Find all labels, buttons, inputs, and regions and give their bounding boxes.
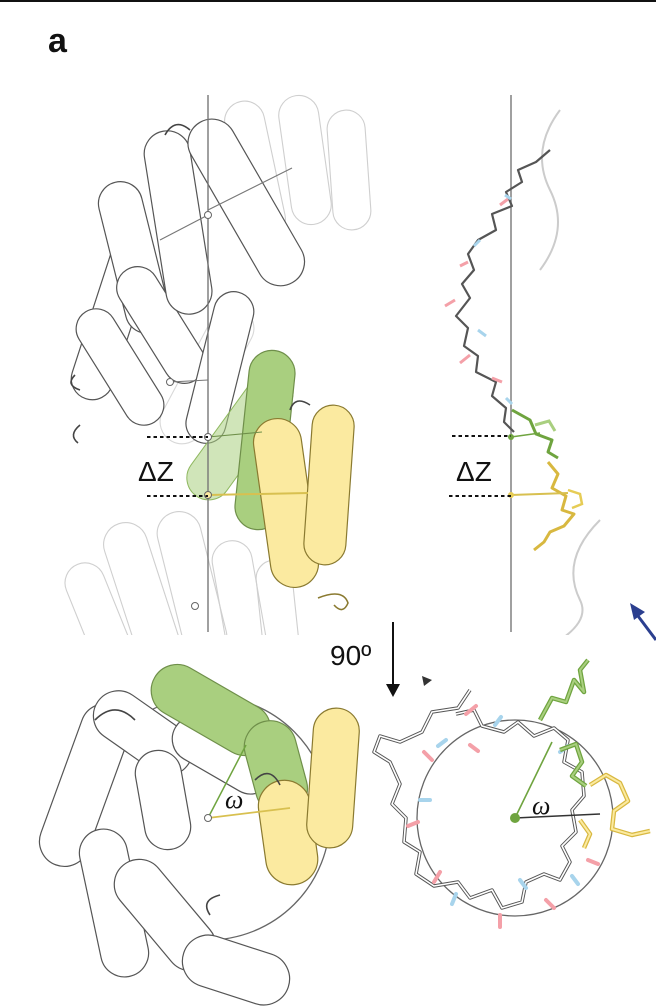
delta-z-label-right: ΔZ — [456, 456, 492, 487]
triangle-marker-icon — [422, 676, 432, 686]
omega-label-right: ω — [532, 791, 550, 820]
side-view-stick-model — [444, 95, 601, 635]
yellow-helices — [252, 404, 355, 589]
loops — [70, 123, 349, 611]
top-view-cylinder-model — [38, 663, 360, 1006]
delta-z-marker-right — [449, 435, 511, 497]
white-helices — [70, 118, 306, 444]
yellow-residues — [533, 461, 576, 552]
top-rule — [0, 0, 656, 2]
delta-z-label-left: ΔZ — [138, 456, 174, 487]
omega-label-left: ω — [225, 785, 243, 814]
blue-arrow-icon — [630, 603, 656, 641]
green-residues — [511, 408, 559, 460]
side-view-cylinder-model — [64, 94, 372, 635]
backbone-ring — [372, 689, 586, 910]
axis-connectors — [159, 167, 293, 438]
yellow-connector — [207, 492, 309, 496]
panel-label: a — [48, 22, 67, 60]
down-arrow-icon — [386, 622, 400, 697]
top-view-stick-model — [372, 658, 651, 929]
rotation-label: 90º — [330, 640, 371, 671]
backbone-chain — [454, 149, 551, 433]
